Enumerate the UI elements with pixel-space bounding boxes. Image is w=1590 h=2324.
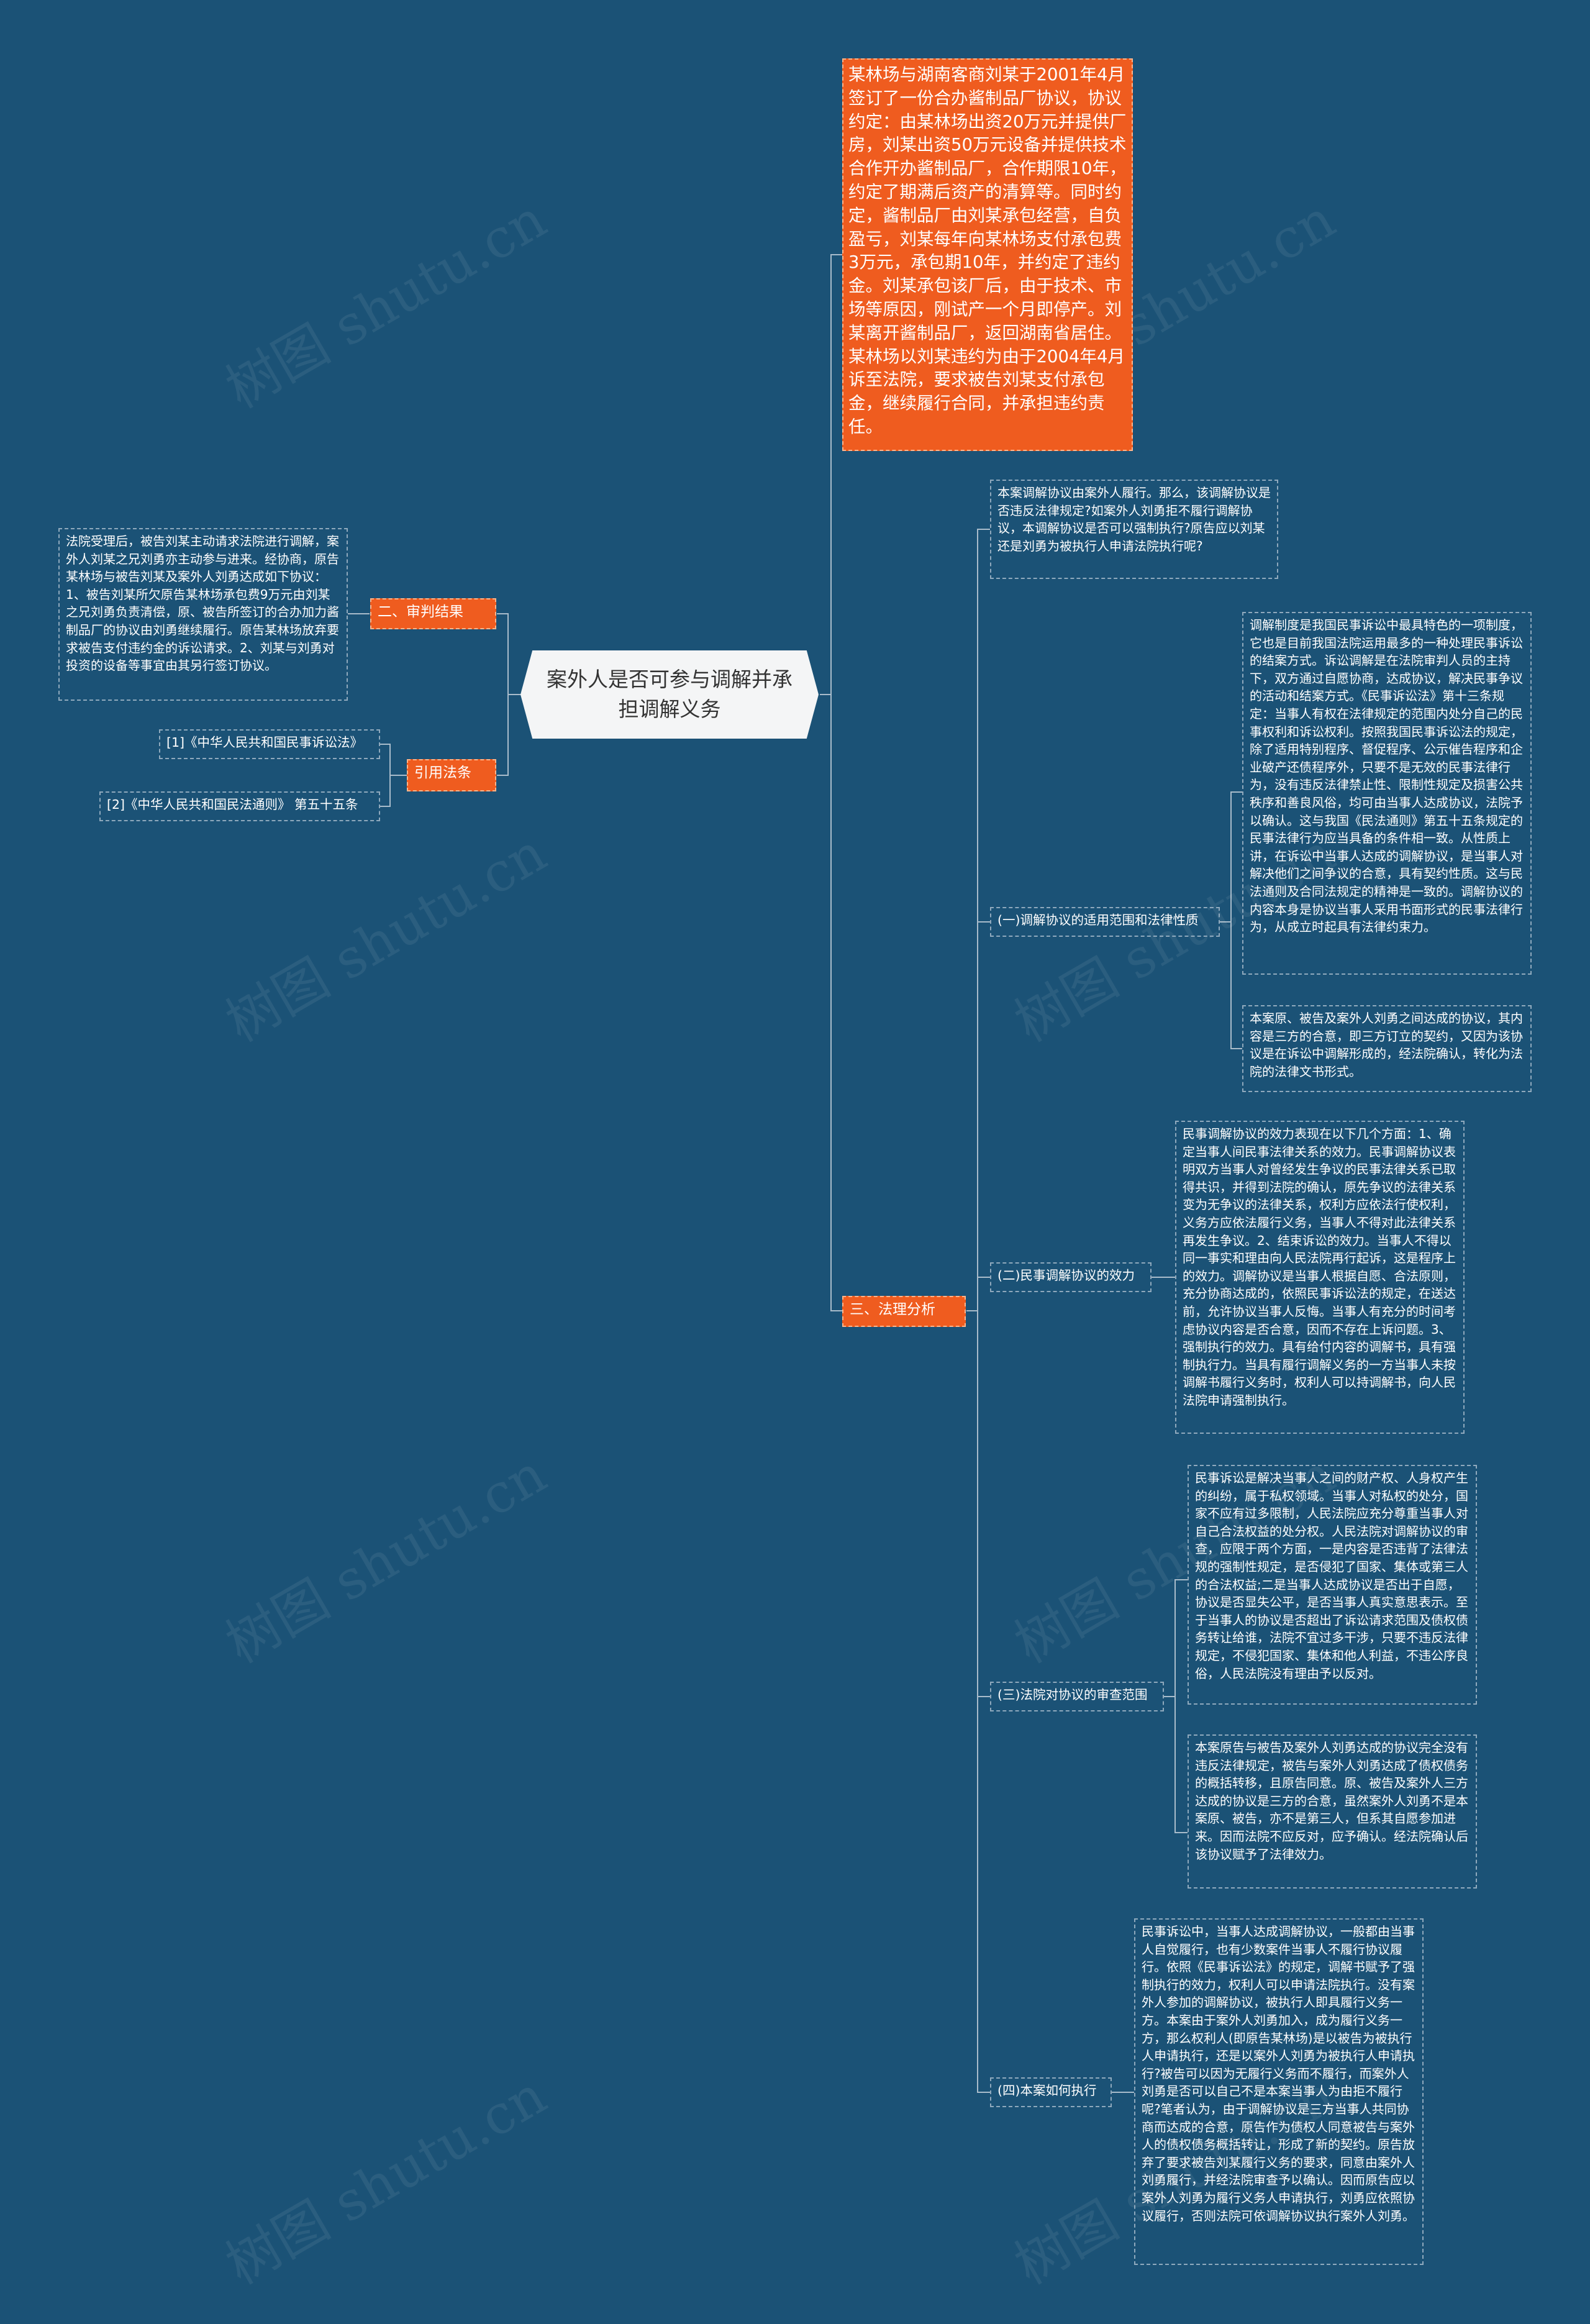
analysis-section-text-node[interactable]: 民事调解协议的效力表现在以下几个方面：1、确定当事人间民事法律关系的效力。民事调… [1175, 1121, 1465, 1434]
analysis-section-label[interactable]: (一)调解协议的适用范围和法律性质 [990, 907, 1220, 937]
root-topic-title: 案外人是否可参与调解并承担调解义务 [547, 667, 793, 721]
analysis-section-label[interactable]: (二)民事调解协议的效力 [990, 1262, 1152, 1292]
analysis-section-label-text: (三)法院对协议的审查范围 [997, 1687, 1148, 1702]
analysis-section-text: 民事诉讼中，当事人达成调解协议，一般都由当事人自觉履行，也有少数案件当事人不履行… [1142, 1924, 1415, 2223]
case-facts-node[interactable]: 某林场与湖南客商刘某于2001年4月签订了一份合办酱制品厂协议，协议约定：由某林… [842, 58, 1133, 451]
analysis-intro-text: 本案调解协议由案外人履行。那么，该调解协议是否违反法律规定?如案外人刘勇拒不履行… [997, 485, 1271, 554]
analysis-section-label-text: (一)调解协议的适用范围和法律性质 [997, 913, 1199, 927]
analysis-section-label-text: (四)本案如何执行 [997, 2083, 1097, 2098]
cited-laws-node[interactable]: 引用法条 [407, 759, 496, 791]
analysis-section-text: 调解制度是我国民事诉讼中最具特色的一项制度，它也是目前我国法院运用最多的一种处理… [1250, 617, 1523, 935]
analysis-section-label-text: (二)民事调解协议的效力 [997, 1268, 1135, 1283]
legal-analysis-node[interactable]: 三、法理分析 [842, 1296, 966, 1327]
analysis-section-text-node[interactable]: 调解制度是我国民事诉讼中最具特色的一项制度，它也是目前我国法院运用最多的一种处理… [1242, 612, 1532, 975]
analysis-section-text: 本案原、被告及案外人刘勇之间达成的协议，其内容是三方的合意，即三方订立的契约，又… [1250, 1011, 1523, 1079]
analysis-section-label[interactable]: (三)法院对协议的审查范围 [990, 1682, 1164, 1711]
analysis-section-label[interactable]: (四)本案如何执行 [990, 2077, 1112, 2107]
judgment-result-label: 二、审判结果 [378, 604, 463, 620]
analysis-section-text: 民事调解协议的效力表现在以下几个方面：1、确定当事人间民事法律关系的效力。民事调… [1183, 1126, 1456, 1408]
cited-law-item-text: [1]《中华人民共和国民事诉讼法》 [166, 735, 363, 750]
analysis-intro-node[interactable]: 本案调解协议由案外人履行。那么，该调解协议是否违反法律规定?如案外人刘勇拒不履行… [990, 480, 1278, 579]
root-topic[interactable]: 案外人是否可参与调解并承担调解义务 [520, 650, 819, 739]
cited-law-item[interactable]: [1]《中华人民共和国民事诉讼法》 [159, 729, 380, 759]
case-facts-text: 某林场与湖南客商刘某于2001年4月签订了一份合办酱制品厂协议，协议约定：由某林… [848, 65, 1127, 437]
judgment-result-text-node[interactable]: 法院受理后，被告刘某主动请求法院进行调解，案外人刘某之兄刘勇亦主动参与进来。经协… [58, 528, 348, 701]
analysis-section-text: 本案原告与被告及案外人刘勇达成的协议完全没有违反法律规定，被告与案外人刘勇达成了… [1195, 1740, 1468, 1862]
judgment-result-text: 法院受理后，被告刘某主动请求法院进行调解，案外人刘某之兄刘勇亦主动参与进来。经协… [66, 534, 339, 673]
analysis-section-text: 民事诉讼是解决当事人之间的财产权、人身权产生的纠纷，属于私权领域。当事人对私权的… [1195, 1470, 1468, 1681]
legal-analysis-label: 三、法理分析 [850, 1301, 935, 1318]
analysis-section-text-node[interactable]: 民事诉讼中，当事人达成调解协议，一般都由当事人自觉履行，也有少数案件当事人不履行… [1134, 1918, 1424, 2265]
analysis-section-text-node[interactable]: 本案原、被告及案外人刘勇之间达成的协议，其内容是三方的合意，即三方订立的契约，又… [1242, 1005, 1532, 1092]
analysis-section-text-node[interactable]: 本案原告与被告及案外人刘勇达成的协议完全没有违反法律规定，被告与案外人刘勇达成了… [1188, 1734, 1477, 1889]
cited-law-item-text: [2]《中华人民共和国民法通则》 第五十五条 [107, 797, 358, 812]
cited-law-item[interactable]: [2]《中华人民共和国民法通则》 第五十五条 [99, 791, 380, 821]
cited-laws-label: 引用法条 [414, 765, 471, 781]
judgment-result-node[interactable]: 二、审判结果 [370, 598, 496, 629]
analysis-section-text-node[interactable]: 民事诉讼是解决当事人之间的财产权、人身权产生的纠纷，属于私权领域。当事人对私权的… [1188, 1465, 1477, 1705]
